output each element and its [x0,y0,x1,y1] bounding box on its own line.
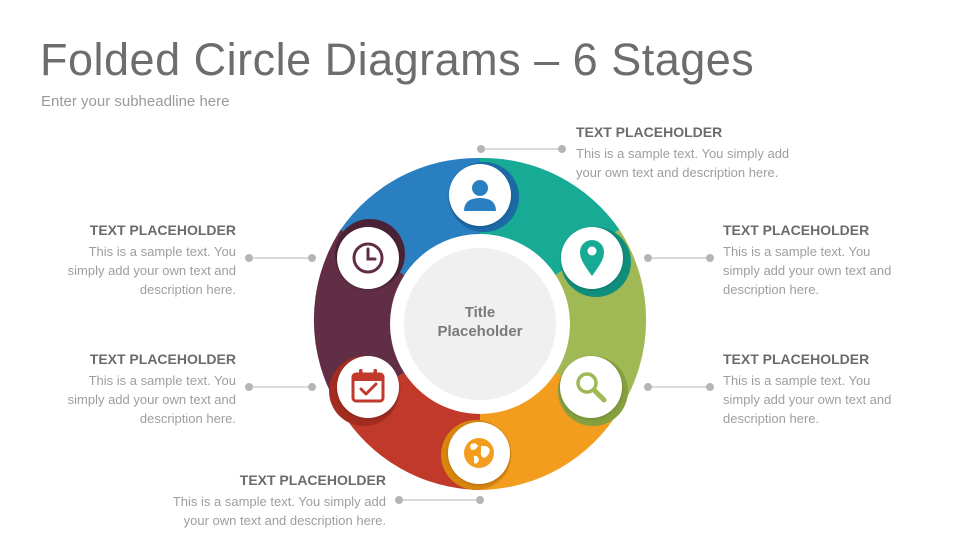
stage-text-orange: TEXT PLACEHOLDER This is a sample text. … [126,472,386,530]
page-title: Folded Circle Diagrams – 6 Stages [40,34,755,85]
stage-badge-purple [335,219,405,289]
globe-icon [464,438,494,468]
center-circle [404,248,556,400]
stage-text-purple: TEXT PLACEHOLDER This is a sample text. … [0,222,236,299]
stage-heading: TEXT PLACEHOLDER [89,351,236,367]
connector-blue [477,145,566,153]
stage-badge-green [558,356,628,426]
stage-text-blue: TEXT PLACEHOLDER This is a sample text. … [576,124,836,182]
connector-teal [644,254,714,262]
stage-heading: TEXT PLACEHOLDER [576,124,723,140]
stage-badge-orange [441,420,511,490]
connector-orange [395,496,484,504]
stage-badge-teal [561,227,631,297]
center-title: Title Placeholder [420,303,540,341]
user-icon [464,180,496,211]
clock-icon [352,242,384,274]
calendar-icon [351,369,385,403]
connector-purple [245,254,316,262]
center-title-line2: Placeholder [437,323,523,340]
stage-text-green: TEXT PLACEHOLDER This is a sample text. … [723,351,960,428]
stage-text-teal: TEXT PLACEHOLDER This is a sample text. … [723,222,960,299]
stage-heading: TEXT PLACEHOLDER [723,222,870,238]
stage-badge-red [329,356,399,426]
location-pin-icon [580,240,604,276]
center-title-line1: Title [464,304,496,321]
stage-heading: TEXT PLACEHOLDER [723,351,870,367]
stage-text-red: TEXT PLACEHOLDER This is a sample text. … [0,351,236,428]
connector-red [245,383,316,391]
stage-heading: TEXT PLACEHOLDER [239,472,386,488]
page-subtitle: Enter your subheadline here [41,93,230,110]
search-icon [576,372,607,403]
connector-green [644,383,714,391]
stage-heading: TEXT PLACEHOLDER [89,222,236,238]
stage-badge-blue [449,162,519,232]
